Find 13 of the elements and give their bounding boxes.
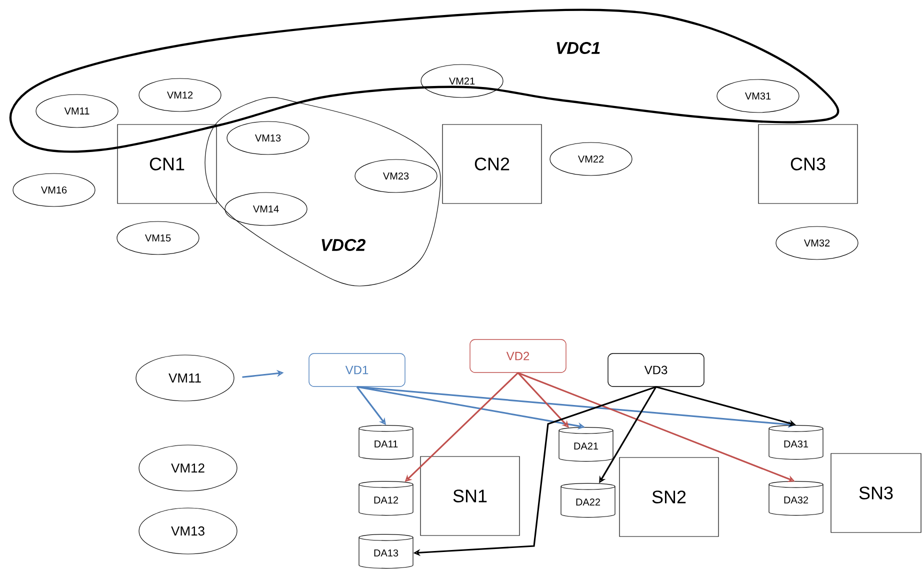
compute-node-box: CN1 [117,124,217,204]
disk-cylinder: DA11 [358,425,414,460]
storage-node-box: SN2 [619,457,719,537]
compute-node-box: CN2 [442,124,542,204]
disk-cylinder: DA31 [768,424,824,460]
storage-node-box: SN3 [830,453,922,533]
disk-cylinder: DA21 [558,426,614,462]
storage-node-box: SN1 [420,456,520,536]
compute-node-box: CN3 [758,124,858,204]
disk-cylinder: DA12 [358,480,414,516]
disk-cylinder: DA13 [358,534,414,569]
disk-cylinder: DA22 [560,482,616,518]
disk-cylinder: DA32 [768,480,824,516]
